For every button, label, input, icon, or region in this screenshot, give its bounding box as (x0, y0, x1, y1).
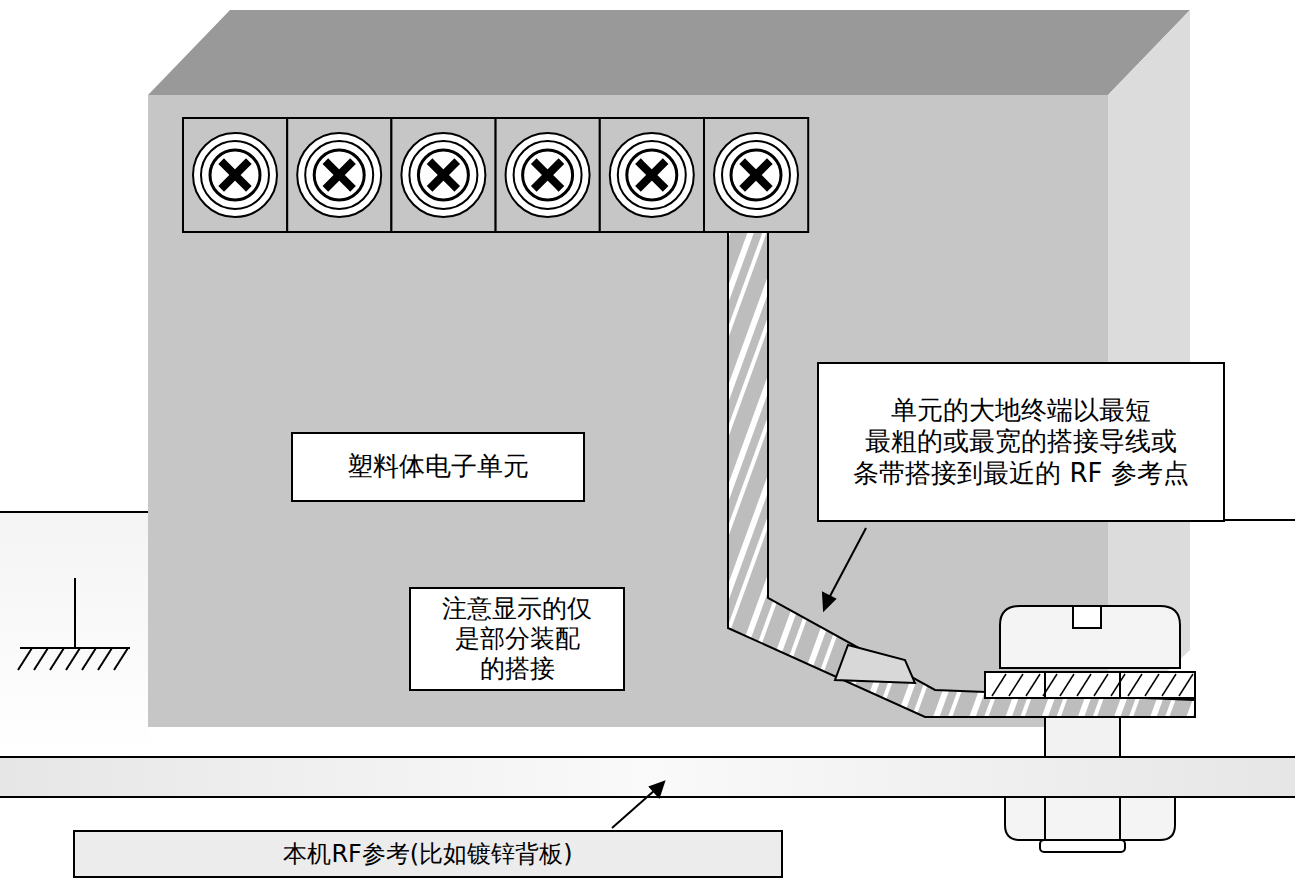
terminal-washer (193, 133, 277, 217)
terminal-cell (391, 118, 495, 232)
box-text: 注意显示的仅 是部分装配 的搭接 (442, 594, 592, 684)
callout-box: 单元的大地终端以最短 最粗的或最宽的搭接导线或 条带搭接到最近的 RF 参考点 (817, 362, 1225, 522)
bonding-strap (728, 232, 1195, 717)
hatch-stroke (1094, 674, 1108, 696)
screw-cross (537, 164, 559, 186)
text-line: 本机RF参考(比如镀锌背板) (283, 840, 572, 869)
terminal-screw (314, 150, 364, 200)
terminal-cell (183, 118, 287, 232)
terminal-ring (201, 141, 269, 209)
hatch-stroke (1009, 674, 1023, 696)
terminal-cell (704, 118, 808, 232)
terminal-block (183, 118, 808, 232)
box-text: 单元的大地终端以最短 最粗的或最宽的搭接导线或 条带搭接到最近的 RF 参考点 (853, 395, 1189, 489)
box-text: 本机RF参考(比如镀锌背板) (283, 840, 572, 869)
hatch-stroke (1043, 674, 1057, 696)
terminal-cell (600, 118, 704, 232)
screw-cross (224, 164, 246, 186)
screw-cross (745, 164, 767, 186)
terminal-screw (210, 150, 260, 200)
hatch-stroke (1060, 674, 1074, 696)
ground-plate (0, 757, 1295, 797)
text-line: 条带搭接到最近的 RF 参考点 (853, 458, 1189, 489)
text-line: 是部分装配 (442, 624, 592, 654)
terminal-screw (627, 150, 677, 200)
washer-hatch (992, 674, 1193, 696)
box-text: 塑料体电子单元 (347, 451, 529, 482)
hatch-stroke (1026, 674, 1040, 696)
bolt (985, 606, 1195, 852)
terminal-washer (401, 133, 485, 217)
terminal-ring (409, 141, 477, 209)
screw-cross (641, 164, 663, 186)
terminal-ring (514, 141, 582, 209)
screw-cross (432, 164, 454, 186)
screw-cross (328, 164, 350, 186)
unit-label-box: 塑料体电子单元 (291, 432, 585, 502)
text-line: 单元的大地终端以最短 (853, 395, 1189, 426)
terminal-ring (618, 141, 686, 209)
terminal-screw (523, 150, 573, 200)
terminal-washer (506, 133, 590, 217)
hatch-stroke (1128, 674, 1142, 696)
hatch-stroke (1145, 674, 1159, 696)
wall-edge (0, 511, 150, 513)
strap-lug (835, 645, 915, 683)
terminal-ring (305, 141, 373, 209)
hatch-stroke (1179, 674, 1193, 696)
hatch-stroke (992, 674, 1006, 696)
text-line: 注意显示的仅 (442, 594, 592, 624)
hatch-stroke (1077, 674, 1091, 696)
terminal-ring (722, 141, 790, 209)
terminal-cell (287, 118, 391, 232)
hatch-stroke (1111, 674, 1125, 696)
wall (0, 512, 150, 757)
terminal-screw (731, 150, 781, 200)
terminal-screw (418, 150, 468, 200)
text-line: 的搭接 (442, 654, 592, 684)
box-top (148, 10, 1190, 95)
terminal-washer (610, 133, 694, 217)
leader-lines (612, 528, 866, 828)
terminal-washer (714, 133, 798, 217)
terminal-washer (297, 133, 381, 217)
ground-symbol (18, 578, 130, 670)
text-line: 最粗的或最宽的搭接导线或 (853, 426, 1189, 457)
hatch-stroke (1162, 674, 1176, 696)
plate-label-box: 本机RF参考(比如镀锌背板) (73, 830, 783, 878)
terminal-cell (496, 118, 600, 232)
text-line: 塑料体电子单元 (347, 451, 529, 482)
note-box: 注意显示的仅 是部分装配 的搭接 (409, 587, 625, 691)
